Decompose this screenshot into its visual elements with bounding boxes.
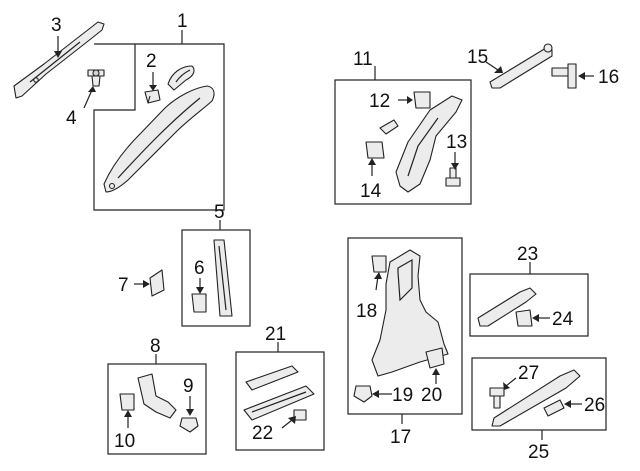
clip-14-part [365, 141, 385, 159]
scuff-plate-21-upper [245, 365, 299, 391]
callout-3[interactable]: 3 [51, 15, 62, 36]
group-5-box [181, 229, 251, 327]
b-pillar-lower-trim [371, 249, 449, 377]
bracket-8-part [137, 373, 177, 419]
group-21-box [235, 351, 325, 451]
callout-25[interactable]: 25 [528, 442, 549, 463]
pin-19-part [353, 385, 373, 403]
clip-near-14-upper [379, 119, 399, 135]
callout-8[interactable]: 8 [150, 336, 161, 357]
pin-22-part [293, 409, 307, 421]
callout-18[interactable]: 18 [356, 301, 377, 322]
callout-15[interactable]: 15 [467, 47, 488, 68]
callout-19[interactable]: 19 [392, 385, 413, 406]
callout-14[interactable]: 14 [360, 181, 382, 202]
callout-26[interactable]: 26 [584, 395, 605, 416]
clip-18-part [371, 255, 387, 273]
callout-27[interactable]: 27 [518, 363, 539, 384]
callout-23[interactable]: 23 [517, 244, 538, 265]
callout-6[interactable]: 6 [194, 258, 205, 279]
scuff-plate-23-part [477, 287, 537, 327]
group-8-box [107, 363, 207, 455]
callout-22[interactable]: 22 [252, 423, 273, 444]
retainer-loop-part [167, 65, 195, 91]
clip-24-part [515, 309, 533, 327]
callout-2[interactable]: 2 [146, 51, 157, 72]
clip-10-part [119, 393, 135, 411]
callout-12[interactable]: 12 [369, 91, 390, 112]
pin-9-part [179, 417, 199, 433]
callout-5[interactable]: 5 [214, 202, 225, 223]
screw-13-part [445, 167, 461, 187]
callout-13[interactable]: 13 [446, 132, 467, 153]
group-17-box [347, 237, 463, 415]
group-25-box [471, 357, 607, 431]
callout-17[interactable]: 17 [390, 427, 411, 448]
clip-26-part [543, 399, 565, 417]
group-1-box [93, 43, 225, 211]
b-pillar-upper-trim [395, 95, 463, 193]
callout-1[interactable]: 1 [177, 11, 188, 32]
callout-4[interactable]: 4 [66, 108, 77, 129]
callout-16[interactable]: 16 [598, 67, 619, 88]
clip-7-part [149, 269, 165, 297]
callout-20[interactable]: 20 [421, 385, 442, 406]
scuff-plate-25-part [491, 369, 581, 427]
clip-20-part [425, 347, 445, 369]
group-11-box [334, 79, 472, 205]
a-pillar-trim-panel [103, 85, 215, 193]
clip-6-part [191, 293, 207, 313]
callout-11[interactable]: 11 [353, 49, 373, 70]
callout-21[interactable]: 21 [265, 324, 286, 345]
scuff-plate-21-lower [243, 385, 315, 421]
clip-12-part [413, 91, 431, 109]
callout-9[interactable]: 9 [183, 376, 194, 397]
callout-24[interactable]: 24 [552, 309, 574, 330]
group-23-box [469, 273, 589, 337]
screw-27-part [489, 387, 505, 409]
push-pin-16-part [551, 63, 577, 89]
clip-2-part [144, 89, 161, 104]
callout-7[interactable]: 7 [118, 275, 129, 296]
callout-10[interactable]: 10 [114, 431, 135, 452]
